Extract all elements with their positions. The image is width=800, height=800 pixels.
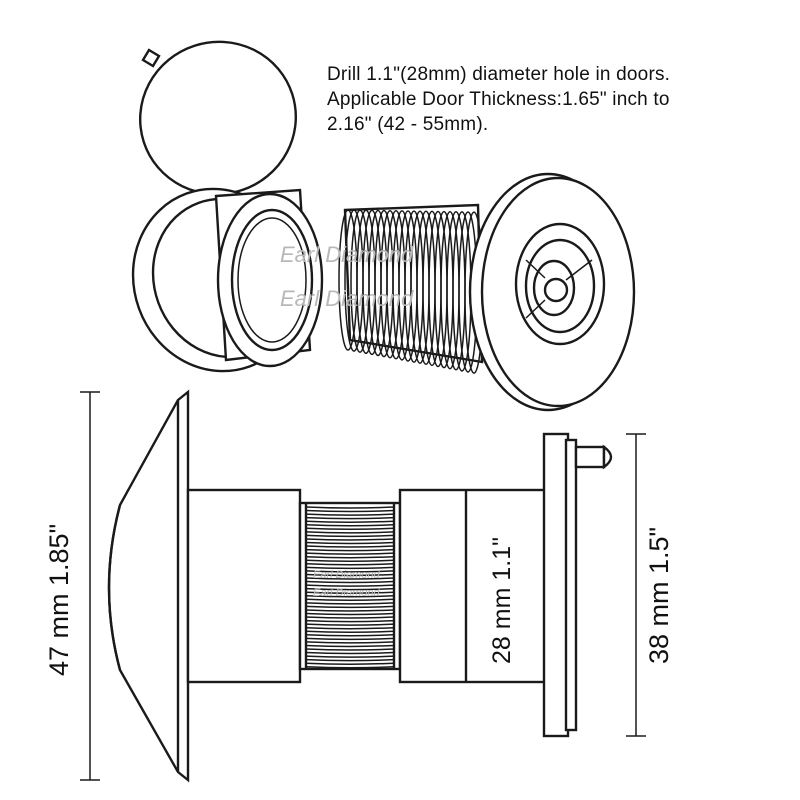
thread-line [305,531,395,534]
thread-line [305,595,395,598]
peephole-side-view: 47 mm 1.85" Earl Diamond Earl Diamond 28… [44,389,674,783]
lens-recess-outer [514,222,606,346]
plate-height-label: 38 mm 1.5" [644,527,674,664]
front-dome-rim [107,504,122,671]
cover-pivot-pin [141,48,161,68]
thread-line [305,598,395,602]
back-sleeve-mouth-inner [230,208,314,352]
back-plate-lip [564,438,578,732]
thread-line [305,609,395,612]
back-sleeve [398,488,548,684]
threaded-barrel [338,203,484,374]
thread-line [305,626,395,630]
note-line-3: 2.16" (42 - 55mm). [327,114,489,135]
back-plate [542,432,570,738]
thread-line [305,552,395,555]
thread-line [305,630,395,633]
thread-line [305,541,395,545]
thread-line [305,538,395,541]
thread-line [305,666,395,669]
thread-line [305,605,395,609]
thread-line [305,506,395,509]
thread-line [305,655,395,658]
thread-line [305,641,395,644]
thread-line [305,648,395,651]
note-line-2: Applicable Door Thickness:1.65" inch to [327,89,670,110]
installation-note: Drill 1.1"(28mm) diameter hole in doors.… [327,62,670,137]
thread-line [305,662,395,665]
thread-line [305,634,395,637]
watermark-text: Earl Diamond [280,286,414,311]
thread-line [305,580,395,584]
thread-line [305,509,395,513]
thread-line [305,623,395,626]
thread-line [305,563,395,566]
lens-recess-inner [524,238,596,334]
thread-line [305,591,395,594]
front-sleeve [186,488,302,684]
thread-line [305,545,395,548]
thread-line [305,566,395,570]
thread-line [305,612,395,616]
note-line-1: Drill 1.1"(28mm) diameter hole in doors. [327,64,671,85]
thread-line [305,637,395,641]
thread-line [305,651,395,655]
watermark-text: Earl Diamond [280,242,414,267]
lens-cone-lines [525,259,593,319]
thread-line [305,520,395,523]
thread-line [305,513,395,516]
thread-line [305,602,395,605]
lens-cone-ring [532,259,576,317]
thread-line [305,658,395,662]
back-sleeve-thread-ring [237,217,307,343]
peephole-exploded-view: Earl Diamond Earl Diamond [131,40,636,412]
overall-height-label: 47 mm 1.85" [44,524,74,676]
thread-line [305,616,395,619]
thread-line [305,570,395,573]
lens-glass-icon [543,277,569,303]
side-threaded-barrel [298,501,402,671]
thread-line [305,559,395,562]
thread-line [305,555,395,559]
watermark-text: Earl Diamond [313,569,381,581]
thread-line [305,516,395,520]
thread-line [305,644,395,648]
thread-line [305,587,395,591]
watermark-text: Earl Diamond [313,587,381,599]
thread-line [305,584,395,587]
privacy-cover-disc [138,40,298,196]
front-dome [107,389,190,783]
thread-line [305,577,395,580]
thread-line [305,527,395,531]
thread-line [305,573,395,577]
cover-pin [574,445,606,469]
cover-pin-tip [602,444,613,470]
thread-line [305,534,395,538]
barrel-diameter-label: 28 mm 1.1" [488,537,516,664]
thread-line [305,619,395,623]
thread-line [305,524,395,527]
thread-line [305,548,395,552]
